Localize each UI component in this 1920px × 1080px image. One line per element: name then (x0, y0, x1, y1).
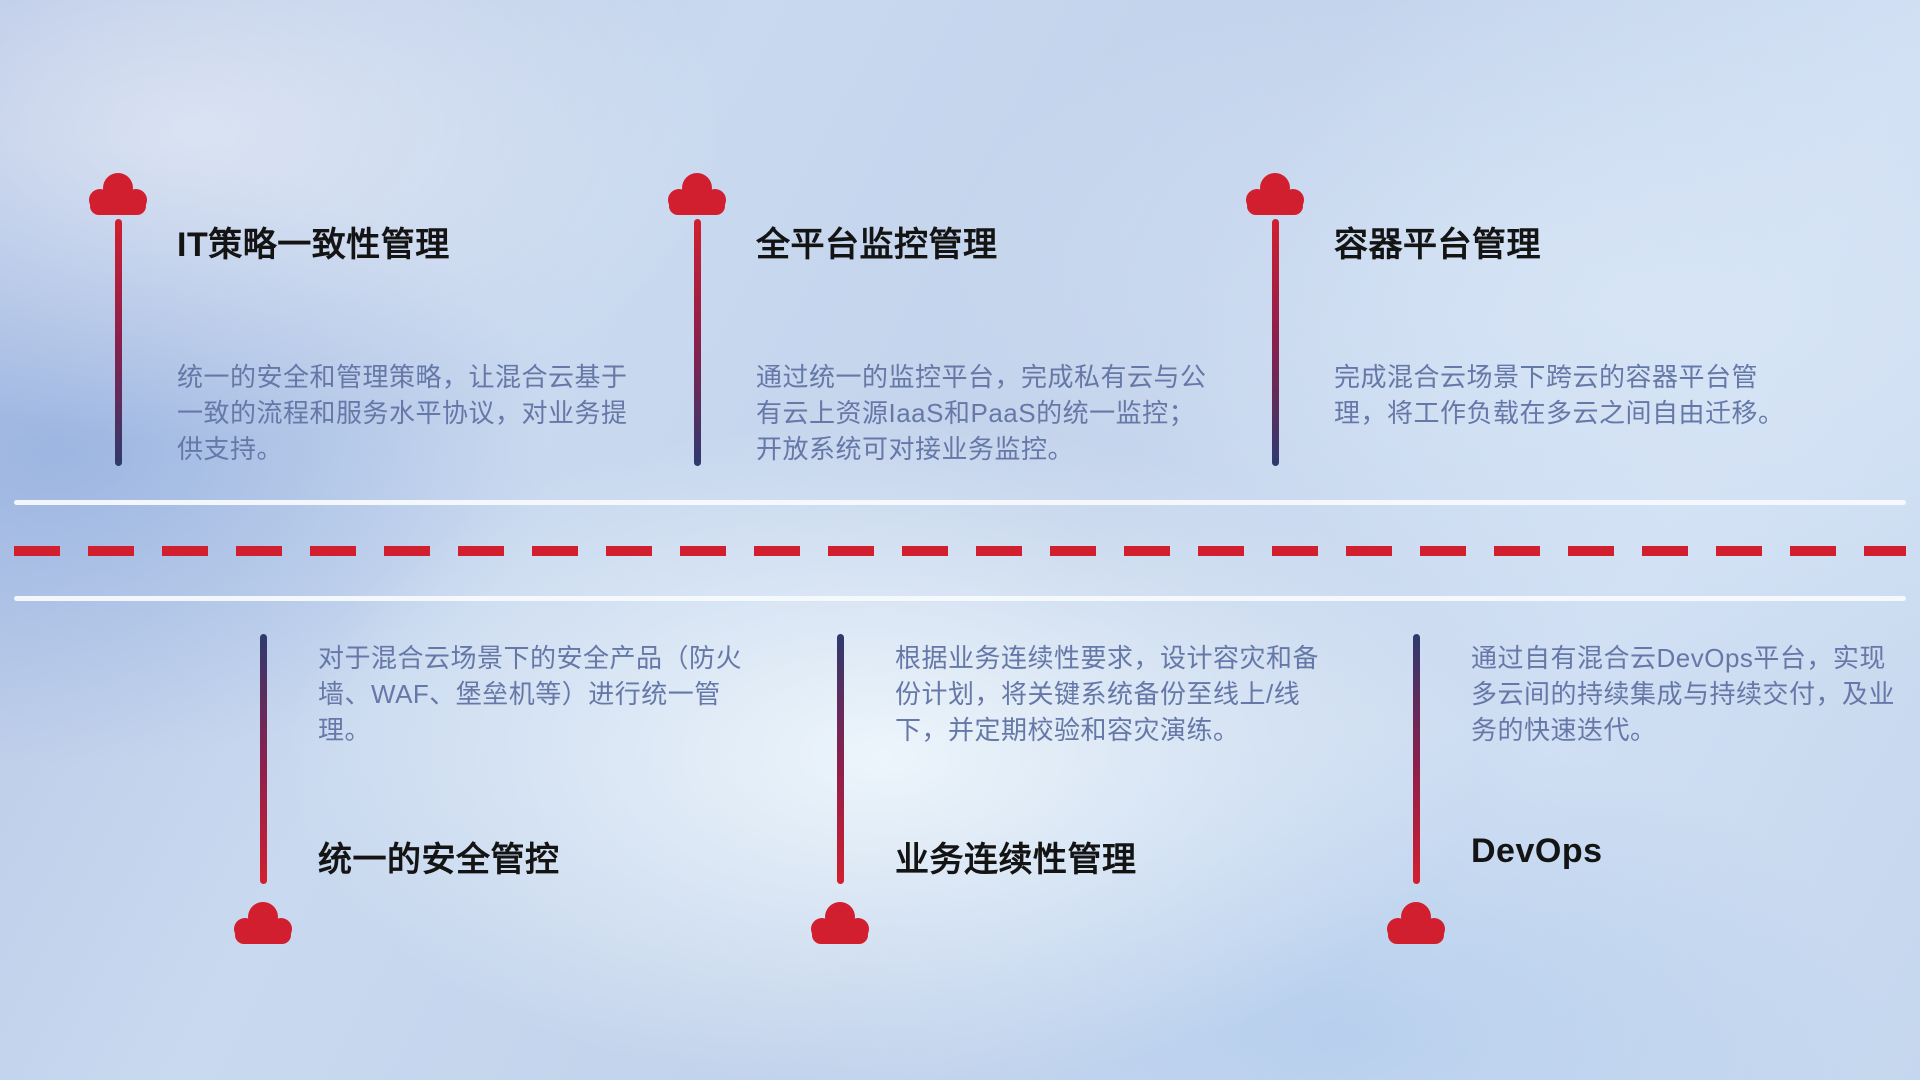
feature-description: 通过统一的监控平台，完成私有云与公有云上资源IaaS和PaaS的统一监控；开放系… (756, 362, 1207, 464)
cloud-icon (1383, 898, 1449, 944)
connector-line (115, 219, 122, 466)
feature-title: IT策略一致性管理 (177, 226, 450, 264)
road-top-line (14, 500, 1906, 505)
feature-description: 完成混合云场景下跨云的容器平台管理，将工作负载在多云之间自由迁移。 (1334, 362, 1785, 428)
cloud-icon (1242, 169, 1308, 215)
connector-line (1413, 634, 1420, 884)
feature-title: 业务连续性管理 (895, 841, 1137, 879)
cloud-icon (664, 169, 730, 215)
cloud-icon (807, 898, 873, 944)
feature-title: DevOps (1471, 832, 1603, 870)
feature-title: 统一的安全管控 (318, 841, 560, 879)
connector-line (1272, 219, 1279, 466)
connector-line (694, 219, 701, 466)
feature-title: 容器平台管理 (1334, 226, 1541, 264)
cloud-icon (85, 169, 151, 215)
feature-description: 统一的安全和管理策略，让混合云基于一致的流程和服务水平协议，对业务提供支持。 (177, 362, 628, 464)
connector-line (260, 634, 267, 884)
feature-description: 根据业务连续性要求，设计容灾和备份计划，将关键系统备份至线上/线下，并定期校验和… (895, 643, 1320, 745)
feature-description: 通过自有混合云DevOps平台，实现多云间的持续集成与持续交付，及业务的快速迭代… (1471, 643, 1896, 745)
road-dashed-center-line (14, 546, 1906, 556)
road-bottom-line (14, 596, 1906, 601)
feature-description: 对于混合云场景下的安全产品（防火墙、WAF、堡垒机等）进行统一管理。 (318, 643, 743, 745)
connector-line (837, 634, 844, 884)
feature-title: 全平台监控管理 (756, 226, 998, 264)
cloud-icon (230, 898, 296, 944)
